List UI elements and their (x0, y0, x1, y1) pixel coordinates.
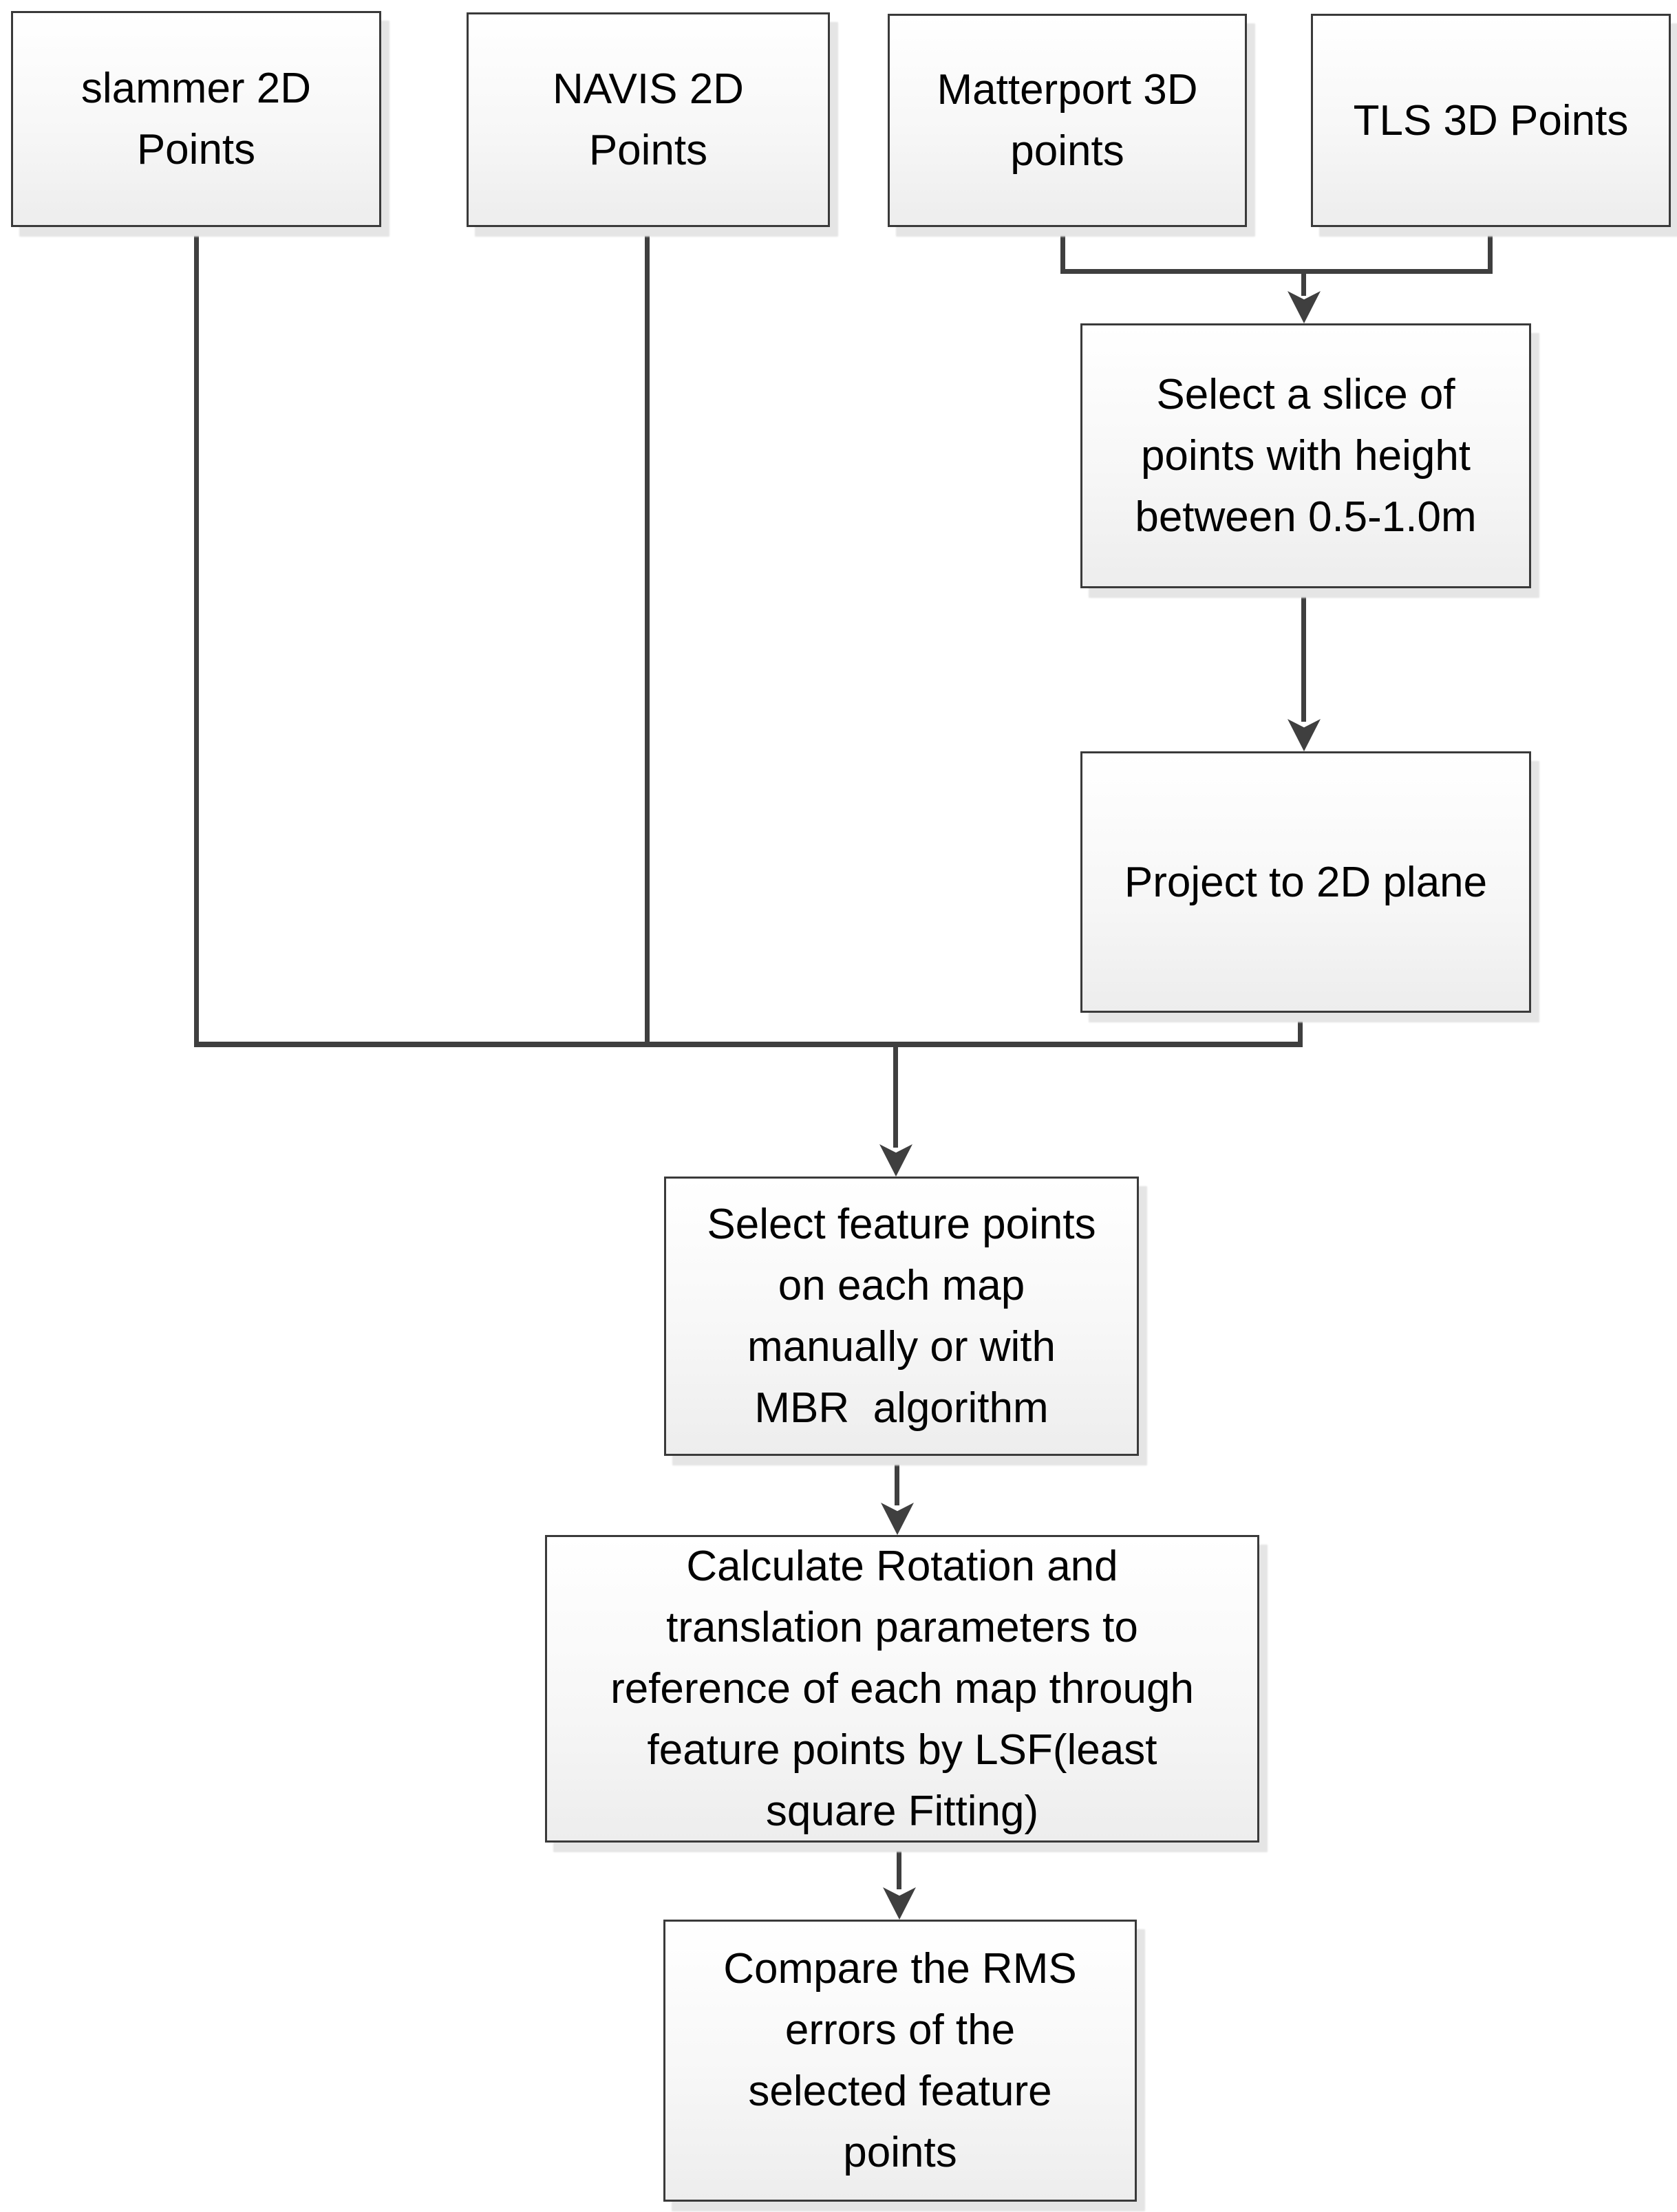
arrow-junction-to-slice-shaft (1301, 274, 1306, 296)
node-matterport-3d-points: Matterport 3D points (888, 14, 1247, 227)
node-select-feature-points-label: Select feature points on each map manual… (707, 1201, 1096, 1432)
arrow-calculate-to-compare-head (883, 1887, 916, 1920)
connector-main-junction-line (194, 1042, 1303, 1047)
node-compare-rms-errors-label: Compare the RMS errors of the selected f… (723, 1945, 1077, 2176)
node-tls-3d-points: TLS 3D Points (1311, 14, 1671, 227)
arrow-slice-to-project-shaft (1301, 587, 1306, 722)
connector-top-junction-line (1060, 269, 1493, 274)
node-project-to-2d-plane: Project to 2D plane (1080, 751, 1531, 1013)
node-select-feature-points: Select feature points on each map manual… (664, 1177, 1139, 1456)
arrow-slice-to-project-head (1288, 719, 1321, 751)
node-select-slice-label: Select a slice of points with height bet… (1135, 371, 1477, 541)
node-slammer-2d-points: slammer 2D Points (11, 11, 381, 227)
node-compare-rms-errors: Compare the RMS errors of the selected f… (663, 1920, 1137, 2202)
connector-project-down-line (1298, 1011, 1303, 1047)
node-select-slice: Select a slice of points with height bet… (1080, 323, 1531, 588)
connector-matterport-down-line (1060, 226, 1065, 274)
node-project-to-2d-plane-label: Project to 2D plane (1124, 858, 1488, 906)
node-matterport-3d-points-label: Matterport 3D points (937, 66, 1198, 175)
arrow-junction-to-select-head (879, 1144, 912, 1177)
node-slammer-2d-points-label: slammer 2D Points (81, 65, 312, 173)
arrow-select-to-calculate-head (881, 1503, 914, 1535)
node-navis-2d-points: NAVIS 2D Points (467, 12, 830, 227)
node-calculate-rotation-translation-label: Calculate Rotation and translation param… (610, 1543, 1194, 1835)
node-tls-3d-points-label: TLS 3D Points (1353, 96, 1629, 144)
node-calculate-rotation-translation: Calculate Rotation and translation param… (545, 1535, 1259, 1843)
arrow-calculate-to-compare-shaft (897, 1843, 901, 1889)
connector-tls-down-line (1488, 226, 1493, 274)
node-navis-2d-points-label: NAVIS 2D Points (553, 65, 744, 174)
arrow-junction-to-select-shaft (893, 1047, 898, 1148)
arrow-select-to-calculate-shaft (895, 1453, 899, 1505)
arrow-junction-to-slice-head (1288, 291, 1321, 323)
connector-slammer-down-line (194, 226, 199, 1047)
connector-navis-down-line (645, 226, 650, 1047)
